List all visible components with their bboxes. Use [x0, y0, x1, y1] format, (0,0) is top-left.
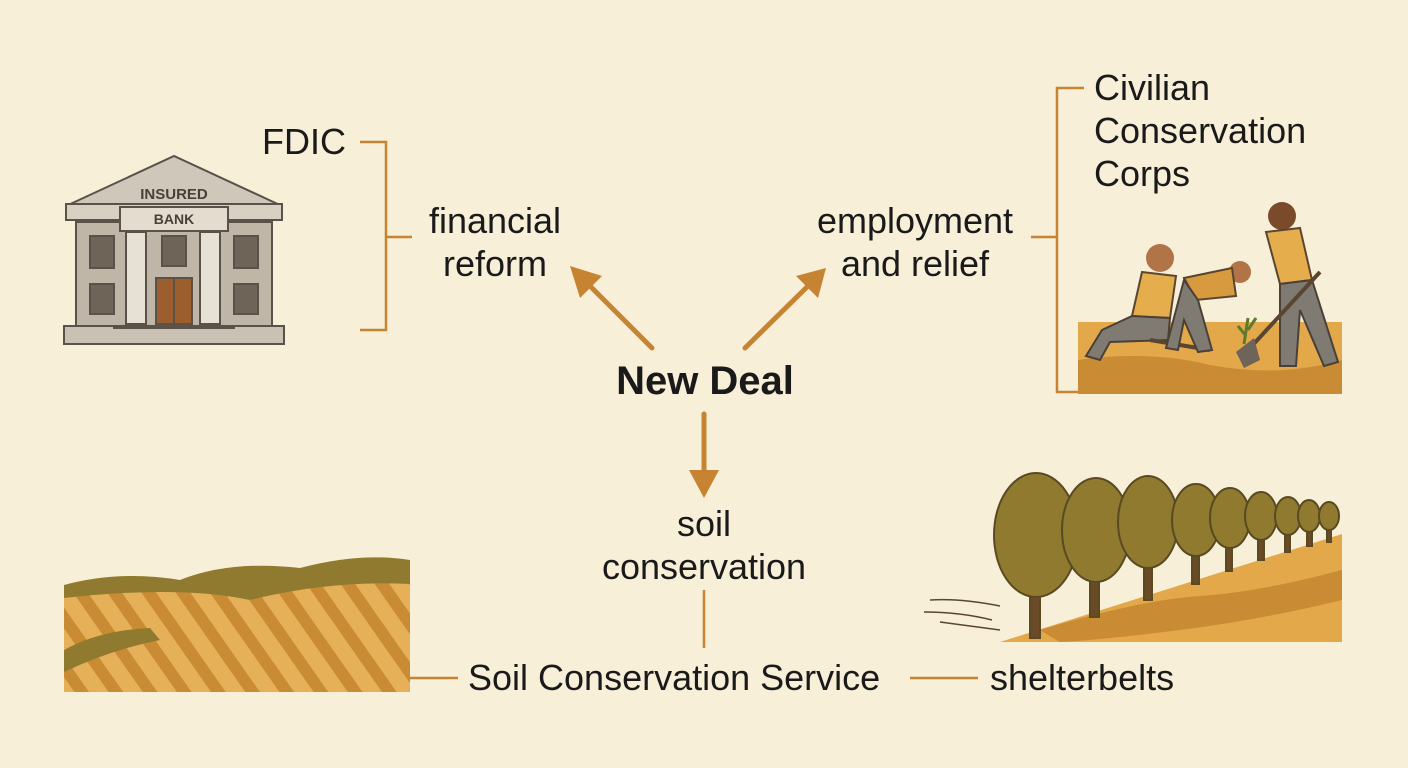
soil-conservation-line1: soil — [676, 503, 732, 544]
ccc-label: Civilian Conservation Corps — [1094, 66, 1306, 195]
ccc-line1: Civilian — [1094, 67, 1211, 108]
employment-bracket — [1031, 86, 1084, 394]
employment-relief-label: employment and relief — [800, 199, 1030, 285]
employment-relief-line1: employment — [816, 200, 1014, 241]
arrow-to-employment-relief — [742, 268, 826, 351]
soil-conservation-service-label: Soil Conservation Service — [468, 657, 881, 698]
soil-conservation-line2: conservation — [601, 546, 807, 587]
soil-conservation-label: soil conservation — [584, 502, 824, 588]
workers-planting-icon — [1078, 202, 1342, 394]
ccc-line2: Conservation — [1094, 110, 1307, 151]
financial-reform-line2: reform — [442, 243, 547, 284]
bank-sign-bank: BANK — [154, 211, 194, 227]
soil-connectors — [410, 590, 978, 680]
bank-building-icon — [63, 154, 285, 345]
financial-bracket — [360, 140, 412, 332]
bank-sign-insured: INSURED — [140, 186, 208, 203]
arrow-to-financial-reform — [570, 266, 655, 351]
shelterbelts-label: shelterbelts — [990, 657, 1175, 698]
contour-farm-field-icon — [64, 555, 410, 692]
employment-relief-line2: and relief — [840, 243, 990, 284]
financial-reform-label: financial reform — [405, 199, 585, 285]
shelterbelt-trees-icon — [923, 472, 1342, 642]
arrow-to-soil-conservation — [689, 411, 719, 498]
ccc-line3: Corps — [1094, 153, 1191, 194]
center-node-title: New Deal — [616, 359, 794, 403]
fdic-label: FDIC — [262, 121, 346, 162]
financial-reform-line1: financial — [428, 200, 562, 241]
